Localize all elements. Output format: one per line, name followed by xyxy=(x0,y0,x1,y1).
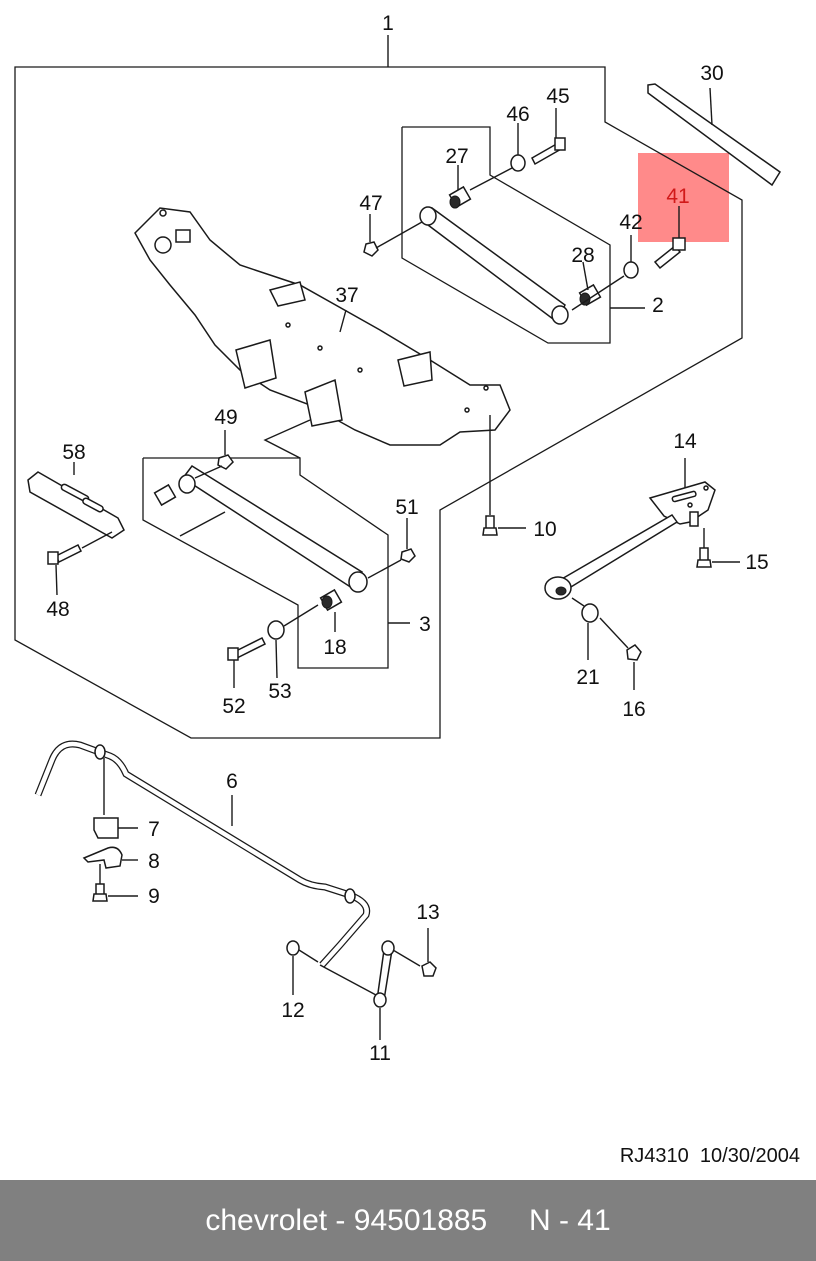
bolt-15 xyxy=(696,547,712,568)
bolt-41 xyxy=(653,237,686,270)
stabilizer-link-11 xyxy=(373,940,395,1008)
upper-arm-frame xyxy=(401,126,611,344)
footer-bar: chevrolet - 94501885 N - 41 xyxy=(0,1180,816,1261)
nut-47 xyxy=(363,241,379,257)
callout-21: 21 xyxy=(576,666,599,689)
callout-48: 48 xyxy=(46,598,69,621)
diagram-reference: RJ4310 10/30/2004 xyxy=(620,1145,800,1167)
bolt-10 xyxy=(482,515,498,536)
callout-10: 10 xyxy=(533,518,556,541)
callout-16: 16 xyxy=(622,698,645,721)
callout-15: 15 xyxy=(745,551,768,574)
nut-51 xyxy=(400,548,416,563)
callout-27: 27 xyxy=(445,145,468,168)
callout-28: 28 xyxy=(571,244,594,267)
footer-position: N - 41 xyxy=(528,1203,611,1237)
bracket-plate-58 xyxy=(27,471,125,539)
bolt-52 xyxy=(227,636,267,661)
bolt-45 xyxy=(531,137,566,166)
nut-13 xyxy=(421,961,437,977)
callout-6: 6 xyxy=(226,770,238,793)
parts-diagram: 1 2 3 6 7 8 9 10 11 12 13 14 15 16 18 21… xyxy=(14,12,800,1167)
callout-49: 49 xyxy=(214,406,237,429)
footer-separator: - xyxy=(327,1203,354,1237)
callout-11: 11 xyxy=(369,1042,391,1065)
footer-brand: chevrolet xyxy=(205,1203,328,1237)
lower-control-arm xyxy=(153,464,368,612)
lower-arm-frame xyxy=(142,457,389,669)
crossmember xyxy=(134,207,511,446)
stabilizer-bar-6 xyxy=(34,740,371,968)
callout-18: 18 xyxy=(323,636,346,659)
callout-12: 12 xyxy=(281,999,304,1022)
callout-37: 37 xyxy=(335,284,358,307)
callout-3: 3 xyxy=(419,613,431,636)
callout-46: 46 xyxy=(506,103,529,126)
bushing-7 xyxy=(93,817,119,839)
callout-7: 7 xyxy=(148,818,160,841)
callout-2: 2 xyxy=(652,294,664,317)
callout-42: 42 xyxy=(619,211,642,234)
callout-9: 9 xyxy=(148,885,160,908)
footer-spacer xyxy=(487,1204,529,1238)
upper-control-arm xyxy=(419,185,602,325)
washer-42 xyxy=(623,261,639,279)
trailing-arm-14 xyxy=(544,481,716,600)
callout-30: 30 xyxy=(700,62,723,85)
callout-13: 13 xyxy=(416,901,439,924)
washer-53 xyxy=(267,620,285,640)
callout-14: 14 xyxy=(673,430,697,453)
callout-58: 58 xyxy=(62,441,85,464)
callout-53: 53 xyxy=(268,680,291,703)
footer-part-number: 94501885 xyxy=(353,1203,488,1237)
washer-12 xyxy=(286,940,300,956)
callout-1: 1 xyxy=(382,12,394,35)
bolt-9 xyxy=(92,883,108,902)
washer-46 xyxy=(510,154,526,172)
callout-47: 47 xyxy=(359,192,382,215)
tie-bar-30 xyxy=(647,83,782,187)
assembly-frame xyxy=(14,66,743,739)
callout-51: 51 xyxy=(395,496,418,519)
highlight-box xyxy=(638,153,729,242)
callout-8: 8 xyxy=(148,850,160,873)
washer-21 xyxy=(581,603,599,623)
callout-41: 41 xyxy=(666,185,689,208)
callout-52: 52 xyxy=(222,695,245,718)
clamp-8 xyxy=(82,846,123,869)
bolt-48 xyxy=(47,543,83,565)
nut-16 xyxy=(626,644,642,661)
callout-45: 45 xyxy=(546,85,569,108)
